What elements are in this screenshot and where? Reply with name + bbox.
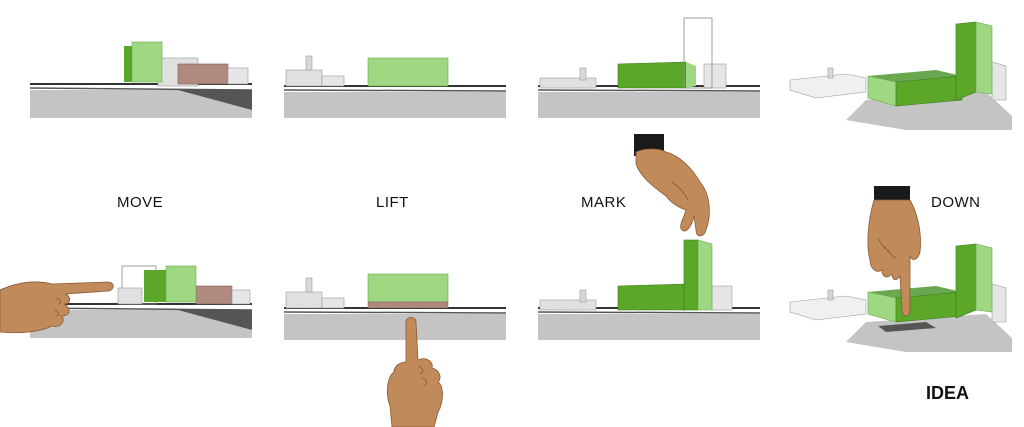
road — [178, 310, 252, 330]
step-label-down: DOWN — [931, 194, 981, 211]
green-volume — [617, 61, 687, 89]
diagram-title: IDEA — [926, 383, 970, 403]
green-volume — [131, 41, 163, 83]
context-building — [539, 77, 597, 89]
context-building — [789, 73, 867, 99]
lifting-finger-icon — [386, 317, 443, 427]
green-volume — [895, 75, 963, 107]
pointing-hand-icon — [0, 281, 114, 334]
ground-plane — [284, 314, 506, 340]
green-tower — [683, 239, 699, 311]
lift-before-diagram — [283, 55, 507, 118]
green-tower — [955, 243, 977, 319]
down-before-diagram — [789, 21, 1012, 130]
brick-building — [195, 285, 233, 305]
green-volume — [895, 291, 963, 323]
green-volume-side — [144, 270, 168, 302]
green-volume-lifted — [367, 273, 449, 303]
ground-plane — [846, 314, 1012, 352]
ground-floor — [367, 301, 449, 309]
step-label-lift: LIFT — [376, 194, 409, 211]
pressing-hand-icon — [867, 186, 921, 317]
road — [178, 90, 252, 110]
pressed-ground — [878, 322, 936, 332]
sleeve — [874, 186, 910, 202]
ground-plane — [538, 314, 760, 340]
green-volume — [617, 283, 687, 311]
down-after-diagram — [789, 243, 1012, 352]
step-label-mark: MARK — [581, 194, 627, 211]
ground-plane — [538, 92, 760, 118]
tower-outline — [683, 17, 713, 89]
move-before-diagram — [29, 41, 253, 118]
green-volume-side — [124, 46, 134, 82]
mark-before-diagram — [537, 17, 761, 118]
pinching-hand-icon — [634, 134, 710, 237]
context-building — [285, 69, 323, 87]
green-volume — [367, 57, 449, 87]
brick-building — [177, 63, 229, 85]
mark-after-diagram — [537, 239, 761, 340]
step-label-move: MOVE — [117, 194, 164, 211]
green-tower — [955, 21, 977, 101]
lift-after-diagram — [283, 273, 507, 340]
green-volume — [165, 265, 197, 303]
ground-plane — [284, 92, 506, 118]
